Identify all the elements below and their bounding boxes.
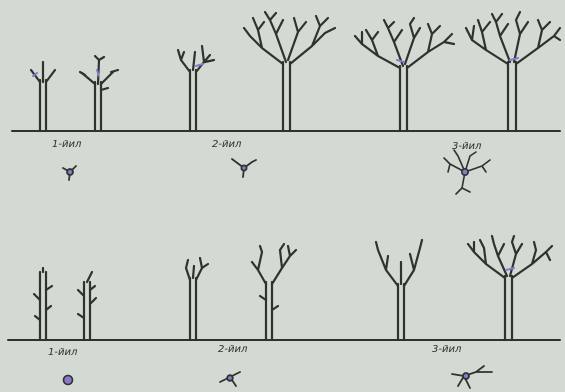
row-bottom xyxy=(8,236,560,388)
year-label-bottom-3: 3-йил xyxy=(432,344,462,355)
year-label-bottom-2: 2-йил xyxy=(218,344,248,355)
tree-top-year1-b xyxy=(80,56,118,131)
tree-bottom-year3-a xyxy=(376,240,422,340)
top-view-year2 xyxy=(232,159,256,177)
year-label-bottom-1: 1-йил xyxy=(48,347,78,358)
tree-bottom-year1-b xyxy=(78,272,96,340)
year-label-top-1: 1-йил xyxy=(52,139,82,150)
tree-top-year3-a xyxy=(355,18,454,131)
top-view-year1 xyxy=(63,166,76,180)
top-view-bottom-year2 xyxy=(220,372,240,386)
row-top xyxy=(12,12,560,194)
tree-bottom-year2-a xyxy=(186,258,208,340)
tree-bottom-year1-a xyxy=(34,268,52,340)
top-view-bottom-year3 xyxy=(452,366,492,388)
tree-top-year3-b xyxy=(466,12,560,131)
tree-top-year2-a xyxy=(178,46,214,131)
tree-top-year1-a xyxy=(31,62,55,131)
top-view-year3 xyxy=(444,150,490,194)
year-label-top-3: 3-йил xyxy=(452,141,482,152)
tree-bottom-year3-b xyxy=(468,236,552,340)
tree-top-year2-b xyxy=(244,12,335,131)
top-view-bottom-year1 xyxy=(64,376,73,385)
tree-bottom-year2-b xyxy=(252,244,296,340)
year-label-top-2: 2-йил xyxy=(212,139,242,150)
